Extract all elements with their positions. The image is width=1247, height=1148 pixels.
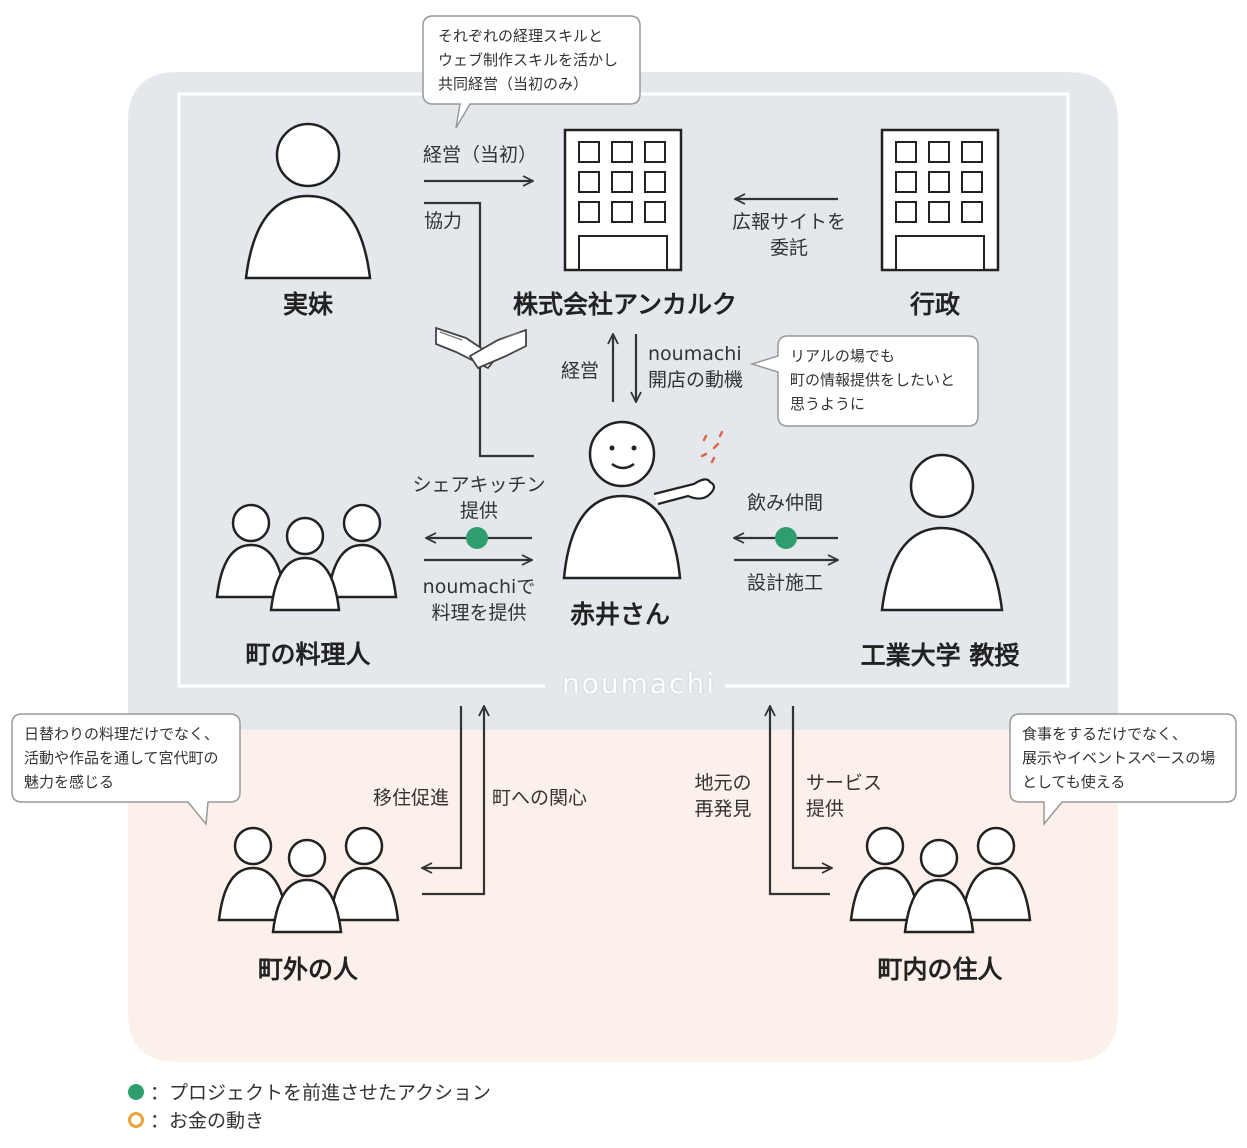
title-residents: 町内の住人 (877, 955, 1003, 984)
residents-group-icon (849, 826, 1032, 934)
noumachi-wordmark: noumachi (562, 667, 716, 700)
legend-action: ：プロジェクトを前進させたアクション (128, 1078, 491, 1105)
title-sister: 実妹 (282, 290, 333, 319)
legend-money-label: ：お金の動き (150, 1110, 265, 1132)
label-management-initial: 経営（当初） (422, 144, 537, 166)
government-building-icon (880, 128, 1000, 272)
title-professor: 工業大学 教授 (860, 641, 1020, 670)
action-dot-share-kitchen (466, 527, 488, 549)
sister-figure-icon (244, 122, 372, 280)
professor-figure-icon (880, 453, 1004, 612)
akai-figure-icon (562, 420, 724, 580)
label-service: サービス 提供 (806, 772, 883, 820)
legend-money: ：お金の動き (128, 1106, 264, 1133)
cooperation-line (424, 201, 534, 458)
label-pr-site: 広報サイトを 委託 (731, 211, 846, 259)
orange-ring-icon (128, 1111, 144, 1128)
bubble-bottom-right (1009, 713, 1237, 827)
label-cooperation: 協力 (424, 210, 463, 232)
bubble-top-text: それぞれの経理スキルと ウェブ制作スキルを活かし 共同経営（当初のみ） (438, 27, 619, 93)
arrow-service (791, 706, 832, 868)
arrow-migration (422, 706, 463, 868)
handshake-icon (435, 326, 527, 370)
bubble-left-text: 日替わりの料理だけでなく、 活動や作品を通して宮代町の 魅力を感じる (24, 725, 220, 791)
outer-zone (128, 730, 1118, 1062)
title-government: 行政 (909, 290, 960, 319)
title-cooks: 町の料理人 (245, 640, 371, 669)
label-design-build: 設計施工 (746, 572, 823, 594)
label-cooking: noumachiで 料理を提供 (422, 576, 536, 624)
action-dot-drinking-buddy (775, 527, 797, 549)
arrow-rediscovery (770, 706, 830, 896)
arrow-interest (422, 706, 484, 896)
bubble-top (422, 15, 641, 129)
green-dot-icon (128, 1083, 144, 1100)
bubble-right-text: リアルの場でも 町の情報提供をしたいと 思うように (790, 347, 956, 413)
title-outsiders: 町外の人 (257, 955, 358, 984)
label-share-kitchen: シェアキッチン 提供 (412, 474, 546, 522)
title-akai: 赤井さん (569, 600, 670, 629)
label-drinking-buddy: 飲み仲間 (746, 492, 823, 514)
bubble-right (749, 335, 979, 427)
title-company: 株式会社アンカルク (512, 290, 737, 319)
label-migration: 移住促進 (372, 787, 449, 809)
label-rediscovery: 地元の 再発見 (694, 772, 752, 820)
label-interest: 町への関心 (492, 787, 588, 809)
legend-action-label: ：プロジェクトを前進させたアクション (150, 1082, 492, 1104)
cooks-group-icon (215, 503, 398, 612)
label-opening-motive: noumachi 開店の動機 (648, 343, 744, 391)
bubble-bottom-right-text: 食事をするだけでなく、 展示やイベントスペースの場 としても使える (1022, 725, 1216, 791)
label-management: 経営 (560, 360, 599, 382)
bubble-left (11, 713, 241, 826)
company-building-icon (563, 128, 683, 272)
outsiders-group-icon (217, 826, 400, 934)
